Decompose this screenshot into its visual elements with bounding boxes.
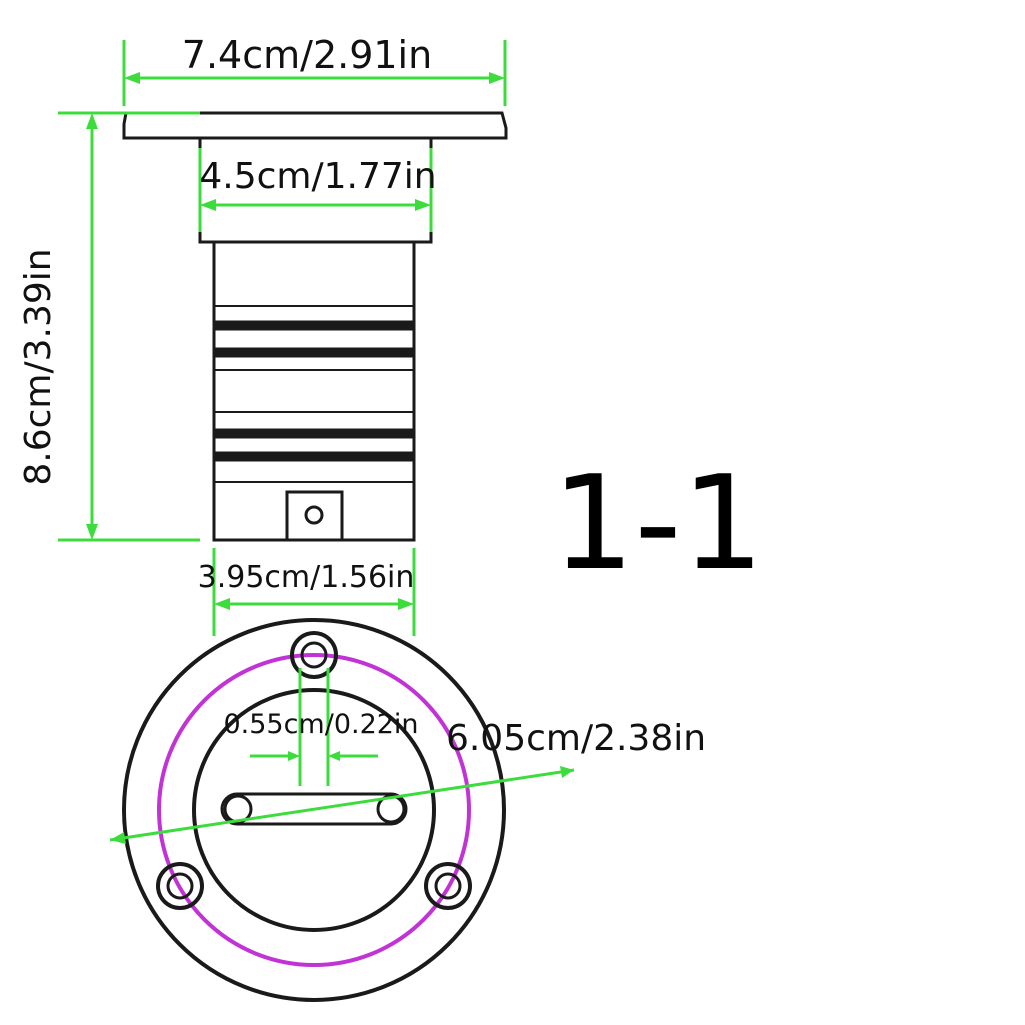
height-label: 8.6cm/3.39in: [18, 248, 59, 485]
mounting-hole-top: [290, 631, 338, 679]
figure-label: 1-1: [552, 447, 764, 599]
flange-width-label: 7.4cm/2.91in: [182, 33, 432, 77]
bolt-circle: [157, 653, 471, 967]
side-view: [122, 111, 508, 542]
dim-body-width: [212, 548, 416, 636]
dim-neck-width: [198, 148, 433, 232]
outer-ring: [122, 618, 506, 1002]
dim-height: [58, 111, 200, 542]
flange-plate: [122, 111, 508, 140]
mounting-holes: [156, 631, 472, 910]
dim-hole-diameter: [250, 668, 378, 786]
bottom-tab: [285, 490, 344, 540]
dim-outer-diameter: [109, 766, 575, 844]
dim-flange-width: [122, 40, 507, 106]
tab-hole: [304, 505, 324, 525]
inner-ring: [192, 688, 436, 932]
body-width-label: 3.95cm/1.56in: [198, 560, 415, 595]
mounting-hole-left: [156, 862, 204, 910]
outer-diameter-label: 6.05cm/2.38in: [446, 718, 706, 759]
bottom-view: [122, 618, 506, 1002]
center-slot: [220, 792, 408, 826]
mounting-hole-right: [424, 862, 472, 910]
body: [212, 240, 416, 542]
hole-diameter-label: 0.55cm/0.22in: [223, 709, 418, 740]
neck-width-label: 4.5cm/1.77in: [199, 156, 436, 197]
dimension-lines: [58, 40, 575, 844]
body-ribs: [212, 305, 416, 483]
